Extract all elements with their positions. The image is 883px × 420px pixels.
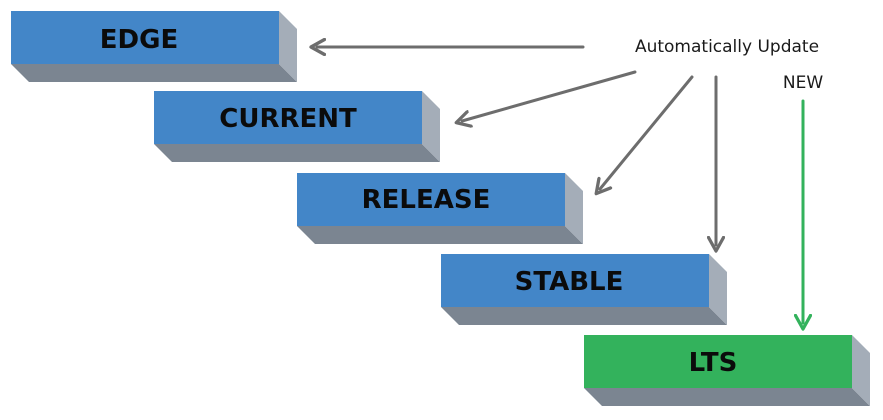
new-label: NEW — [783, 73, 823, 93]
block-current-label: CURRENT — [219, 104, 357, 134]
block-current-face — [154, 91, 422, 144]
block-edge-side — [279, 11, 297, 82]
block-lts-bottom — [584, 388, 870, 406]
block-edge-face — [11, 11, 279, 64]
block-release-bottom — [297, 226, 583, 244]
block-stable-bottom — [441, 307, 727, 325]
block-release-label: RELEASE — [362, 185, 491, 215]
block-stable: STABLE — [441, 254, 727, 325]
block-current: CURRENT — [154, 91, 440, 162]
block-lts-side — [852, 335, 870, 406]
block-lts-label: LTS — [689, 348, 738, 378]
block-edge-label: EDGE — [100, 25, 178, 55]
block-lts: LTS — [584, 335, 870, 406]
block-current-bottom — [154, 144, 440, 162]
block-edge-bottom — [11, 64, 297, 82]
block-lts-face — [584, 335, 852, 388]
block-stable-face — [441, 254, 709, 307]
block-release: RELEASE — [297, 173, 583, 244]
block-stable-label: STABLE — [515, 267, 624, 297]
block-stable-side — [709, 254, 727, 325]
block-release-face — [297, 173, 565, 226]
block-edge: EDGE — [11, 11, 297, 82]
block-current-side — [422, 91, 440, 162]
arrow-to-release — [600, 75, 694, 189]
auto-update-label: Automatically Update — [635, 37, 819, 57]
arrow-to-current — [462, 70, 637, 121]
block-release-side — [565, 173, 583, 244]
